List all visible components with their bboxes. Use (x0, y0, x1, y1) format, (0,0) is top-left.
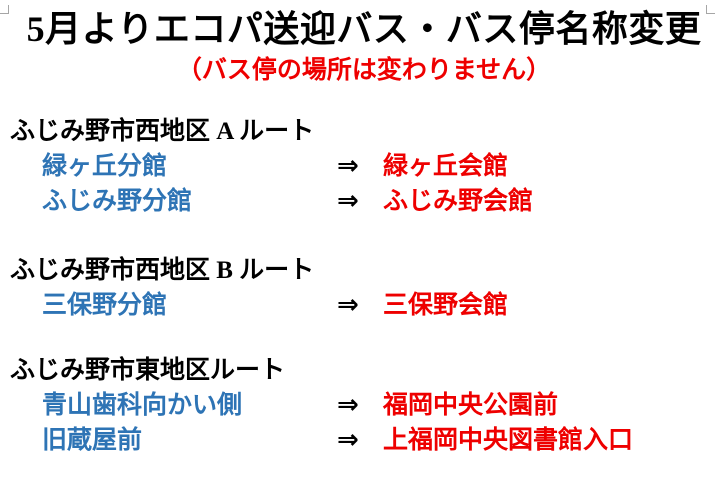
bus-stop-rename-row: 緑ヶ丘分館 ⇒ 緑ヶ丘会館 (42, 149, 728, 184)
rightwards-double-arrow-icon: ⇒ (337, 389, 359, 420)
page-subtitle: （バス停の場所は変わりません） (176, 56, 552, 84)
section-west-route-b: ふじみ野市西地区 B ルート 三保野分館 ⇒ 三保野会館 (10, 254, 728, 323)
rightwards-double-arrow-icon: ⇒ (337, 185, 359, 216)
new-stop-name: 上福岡中央図書館入口 (383, 426, 634, 454)
new-stop-name: 緑ヶ丘会館 (383, 152, 509, 180)
new-stop-name: ふじみ野会館 (383, 187, 534, 215)
rightwards-double-arrow-icon: ⇒ (337, 424, 359, 455)
section-east-route: ふじみ野市東地区ルート 青山歯科向かい側 ⇒ 福岡中央公園前 旧蔵屋前 ⇒ 上福… (10, 354, 728, 458)
new-stop-name: 三保野会館 (383, 291, 509, 319)
old-stop-name: 緑ヶ丘分館 (42, 152, 168, 180)
rightwards-double-arrow-icon: ⇒ (337, 289, 359, 320)
old-stop-name: ふじみ野分館 (42, 187, 193, 215)
bus-stop-rename-row: 三保野分館 ⇒ 三保野会館 (42, 288, 728, 323)
new-stop-name: 福岡中央公園前 (383, 391, 559, 419)
page-title: 5月よりエコパ送迎バス・バス停名称変更 (26, 9, 702, 49)
bus-stop-rename-row: 青山歯科向かい側 ⇒ 福岡中央公園前 (42, 388, 728, 423)
table-corner-mark-right (706, 5, 715, 14)
bus-stop-rename-row: 旧蔵屋前 ⇒ 上福岡中央図書館入口 (42, 423, 728, 458)
section-heading: ふじみ野市東地区ルート (10, 356, 286, 384)
old-stop-name: 青山歯科向かい側 (42, 391, 243, 419)
section-heading: ふじみ野市西地区 A ルート (10, 117, 315, 145)
bus-stop-rename-row: ふじみ野分館 ⇒ ふじみ野会館 (42, 184, 728, 219)
old-stop-name: 旧蔵屋前 (42, 426, 143, 454)
rightwards-double-arrow-icon: ⇒ (337, 150, 359, 181)
old-stop-name: 三保野分館 (42, 291, 168, 319)
section-heading: ふじみ野市西地区 B ルート (10, 256, 315, 284)
section-west-route-a: ふじみ野市西地区 A ルート 緑ヶ丘分館 ⇒ 緑ヶ丘会館 ふじみ野分館 ⇒ ふじ… (10, 115, 728, 219)
table-corner-mark-left (0, 5, 9, 14)
